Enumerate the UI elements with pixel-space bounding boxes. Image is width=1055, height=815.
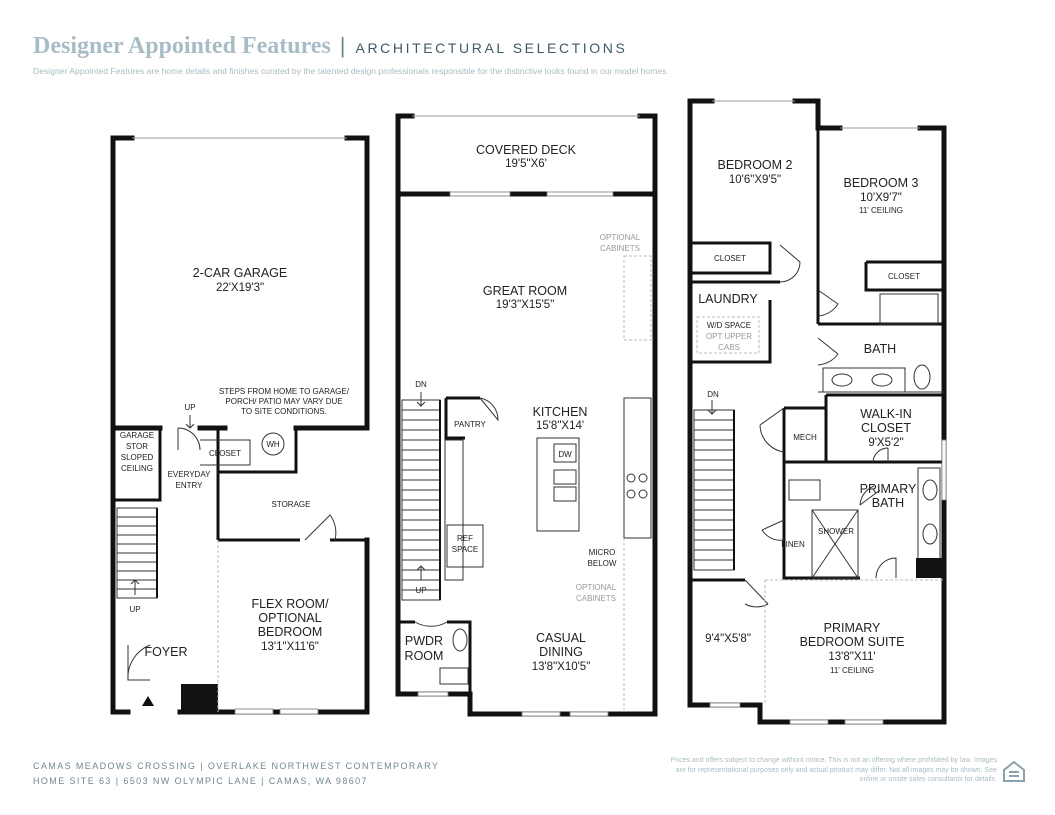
great-room-name: GREAT ROOM [483,284,567,298]
up-label-stairs: UP [129,605,140,614]
primary-bath-name-2: BATH [872,496,904,510]
wd-space-3: CABS [718,343,740,352]
micro-label-2: BELOW [588,559,617,568]
closet-label: CLOSET [209,449,241,458]
storage-label: STORAGE [272,500,311,509]
garage-stor-1: GARAGE [120,431,154,440]
kitchen-dim: 15'8"X14' [536,420,584,432]
walkin-name-2: CLOSET [861,421,911,435]
suite-name-1: PRIMARY [824,621,881,635]
closet-right-label: CLOSET [888,272,920,281]
opt-cab-bottom-2: CABINETS [576,594,616,603]
suite-note: 11' CEILING [830,666,874,675]
pantry-label: PANTRY [454,420,486,429]
column-block [181,684,218,714]
wd-space-box [696,316,760,354]
bed2-dim: 10'6"X9'5" [729,174,781,186]
water-heater [261,432,285,456]
dw-label: DW [558,450,572,459]
ref-label-2: SPACE [452,545,479,554]
garage-dim: 22'X19'3" [216,282,264,294]
dn-label-f3: DN [707,390,719,399]
primary-bath-name-1: PRIMARY [860,482,917,496]
section-title: ARCHITECTURAL SELECTIONS [355,40,628,56]
casual-name-2: DINING [539,645,583,659]
garage-stor-3: SLOPED [121,453,154,462]
bed3-name: BEDROOM 3 [843,176,918,190]
linen-label: LINEN [781,540,805,549]
steps-note-3: TO SITE CONDITIONS. [241,407,327,416]
deck-dim: 19'5"X6' [505,158,547,170]
floor-3-stairs [693,409,735,571]
walkin-dim: 9'X5'2" [868,437,903,449]
pwdr-name-1: PWDR [405,634,443,648]
bath-label: BATH [864,342,896,356]
wh-label: WH [266,440,280,449]
nook-dim: 9'4"X5'8" [705,633,751,645]
garage-stor-2: STOR [126,442,148,451]
dn-label: DN [415,380,427,389]
footer-line-1: CAMAS MEADOWS CROSSING | OVERLAKE NORTHW… [33,761,440,771]
micro-label-1: MICRO [589,548,616,557]
floor-3-plan: BEDROOM 2 10'6"X9'5" BEDROOM 3 10'X9'7" … [687,98,947,725]
closet-left-label: CLOSET [714,254,746,263]
wd-space-1: W/D SPACE [707,321,751,330]
everyday-entry-2: ENTRY [176,481,204,490]
everyday-entry-1: EVERYDAY [168,470,211,479]
bed3-dim: 10'X9'7" [860,192,902,204]
suite-dim: 13'8"X11' [828,651,875,663]
floor-1-plan: 2-CAR GARAGE 22'X19'3" STEPS FROM HOME T… [110,135,370,715]
ref-label-1: REF [457,534,473,543]
header-subtitle: Designer Appointed Features are home det… [33,66,669,76]
kitchen-island [536,437,580,532]
garage-name: 2-CAR GARAGE [193,266,287,280]
deck-name: COVERED DECK [476,143,577,157]
opt-cab-bottom-1: OPTIONAL [576,583,617,592]
bed2-name: BEDROOM 2 [717,158,792,172]
header-title: Designer Appointed Features | ARCHITECTU… [33,33,627,65]
floor-1-stairs [116,507,158,599]
walkin-name-1: WALK-IN [860,407,912,421]
flex-name-1: FLEX ROOM/ [251,597,329,611]
title-divider: | [339,33,346,58]
shower-label: SHOWER [818,527,854,536]
footer-disclaimer: Prices and offers subject to change with… [670,757,997,783]
steps-note-1: STEPS FROM HOME TO GARAGE/ [219,387,350,396]
opt-cab-top-2: CABINETS [600,244,640,253]
entry-arrow-icon [142,696,154,706]
laundry-label: LAUNDRY [698,292,758,306]
pwdr-name-2: ROOM [405,649,444,663]
flex-name-3: BEDROOM [258,625,323,639]
footer-address: CAMAS MEADOWS CROSSING | OVERLAKE NORTHW… [33,759,439,789]
steps-note-2: PORCH/ PATIO MAY VARY DUE [225,397,342,406]
bed3-note: 11' CEILING [859,206,903,215]
casual-name-1: CASUAL [536,631,586,645]
mech-label: MECH [793,433,817,442]
flex-dim: 13'1"X11'6" [261,641,319,653]
up-label-top: UP [184,403,195,412]
kitchen-name: KITCHEN [533,405,588,419]
casual-dim: 13'8"X10'5" [532,661,591,673]
suite-name-2: BEDROOM SUITE [800,635,905,649]
brand-title: Designer Appointed Features [33,33,331,59]
equal-housing-icon [1003,760,1025,782]
floor-2-plan: COVERED DECK 19'5"X6' OPTIONAL CABINETS … [395,113,658,717]
flex-name-2: OPTIONAL [258,611,321,625]
floor-2-stairs [401,399,464,601]
footer-line-2: HOME SITE 63 | 6503 NW OLYMPIC LANE | CA… [33,776,368,786]
opt-cab-top-1: OPTIONAL [600,233,641,242]
up-label: UP [415,586,426,595]
wd-space-2: OPT UPPER [706,332,752,341]
great-room-dim: 19'3"X15'5" [496,299,555,311]
garage-stor-4: CEILING [121,464,153,473]
foyer-label: FOYER [144,645,187,659]
